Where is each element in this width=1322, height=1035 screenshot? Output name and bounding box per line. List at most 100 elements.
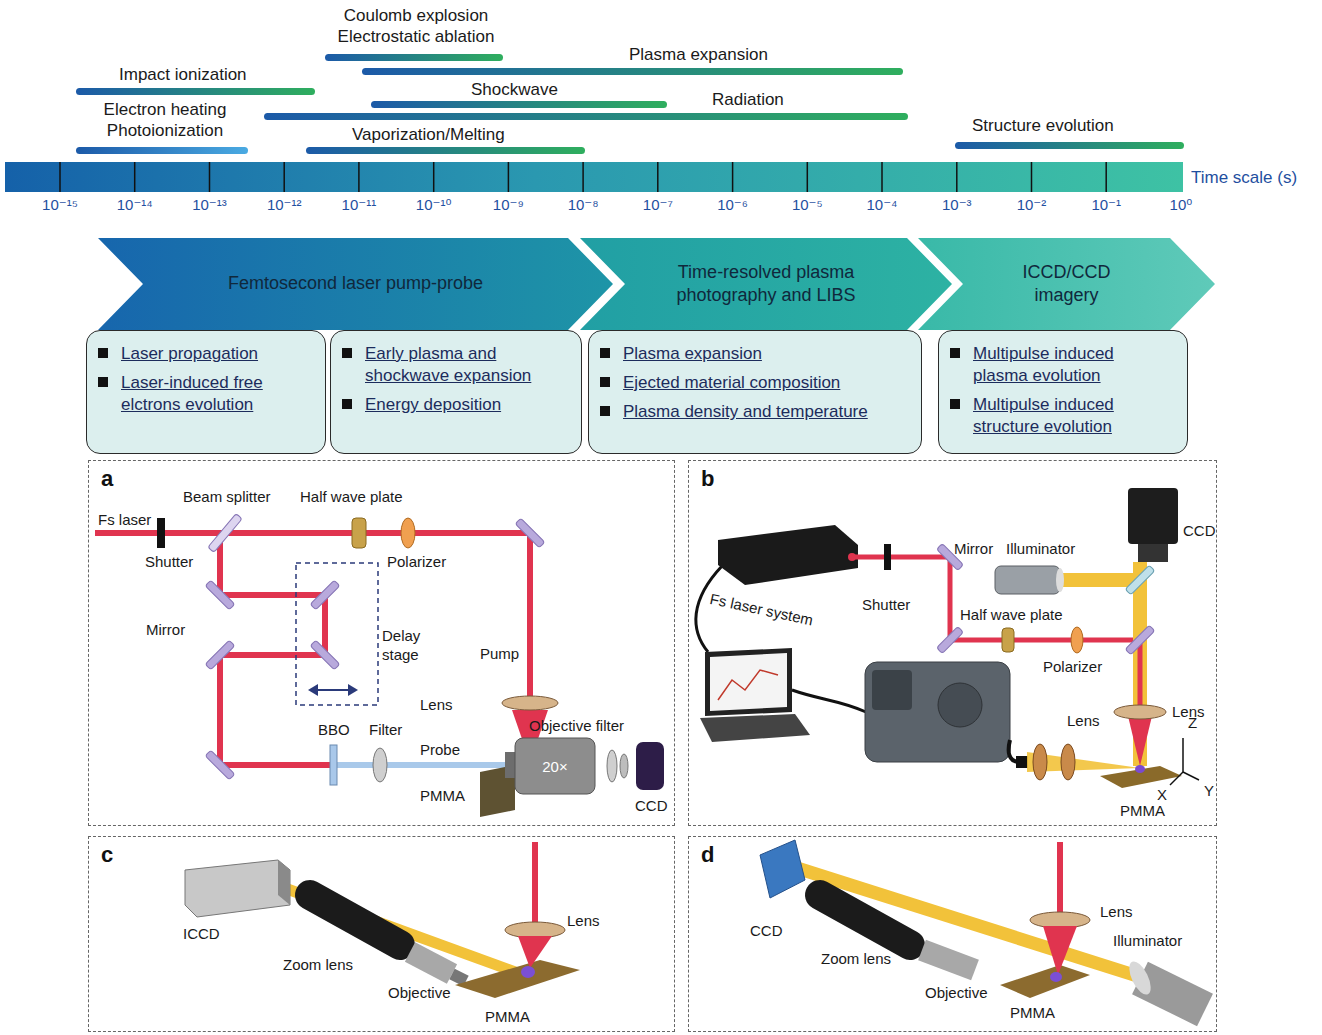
pump-probe-setup bbox=[205, 580, 235, 610]
pump-probe-setup bbox=[205, 640, 235, 670]
time-axis-bar bbox=[5, 162, 1183, 192]
time-axis-bar bbox=[582, 162, 584, 192]
libs-setup bbox=[1100, 766, 1182, 788]
panel-letter: b bbox=[701, 466, 714, 492]
chevron-text-area: Femtosecond laser pump-probe bbox=[98, 238, 613, 330]
part-label: Lens bbox=[420, 696, 453, 715]
ccd-imagery-setup bbox=[1000, 965, 1090, 998]
libs-setup bbox=[1016, 756, 1028, 768]
setup-panel: a bbox=[88, 460, 675, 826]
process-bars bbox=[76, 88, 315, 95]
pump-probe-setup bbox=[205, 750, 235, 780]
libs-setup bbox=[792, 690, 866, 712]
ccd-imagery-setup bbox=[760, 840, 805, 898]
plasma-photography-setup bbox=[521, 966, 535, 978]
plasma-photography-setup bbox=[185, 860, 290, 917]
topic-box: Laser propagationLaser-induced free elct… bbox=[86, 330, 326, 454]
libs-setup bbox=[1170, 772, 1183, 785]
libs-setup bbox=[1138, 640, 1143, 706]
process-label: Structure evolution bbox=[972, 115, 1114, 136]
part-label: Lens bbox=[567, 912, 600, 931]
ccd-imagery-setup bbox=[800, 862, 1165, 990]
time-axis-bar bbox=[881, 162, 883, 192]
time-axis-bar bbox=[657, 162, 659, 192]
time-axis-bar bbox=[433, 162, 435, 192]
panel-letter: a bbox=[101, 466, 113, 492]
pump-probe-setup bbox=[373, 748, 387, 782]
pump-probe-setup bbox=[316, 689, 350, 691]
pump-probe-setup bbox=[310, 640, 340, 670]
part-label: Polarizer bbox=[1043, 658, 1102, 677]
bullet-square bbox=[600, 406, 610, 416]
ccd-imagery-setup bbox=[1050, 972, 1062, 982]
process-label: Shockwave bbox=[471, 79, 558, 100]
part-label: Pump bbox=[480, 645, 519, 664]
libs-setup bbox=[1061, 744, 1075, 780]
tick-label: 10⁻¹⁰ bbox=[416, 196, 452, 215]
bullet-text: Laser-induced free elctrons evolution bbox=[121, 372, 313, 416]
bullet-text: Laser propagation bbox=[121, 343, 313, 365]
process-bars bbox=[76, 147, 248, 154]
bullet-row: Plasma density and temperature bbox=[623, 401, 909, 423]
part-label: Objective bbox=[388, 984, 451, 1003]
bullet-square bbox=[950, 348, 960, 358]
process-label: Coulomb explosion Electrostatic ablation bbox=[316, 5, 516, 48]
bullet-text: Ejected material composition bbox=[623, 372, 909, 394]
part-label: Half wave plate bbox=[300, 488, 403, 507]
panel-letter: c bbox=[101, 842, 113, 868]
part-label: Fs laser system bbox=[708, 590, 815, 630]
bullet-square bbox=[950, 399, 960, 409]
chevron-label: Time-resolved plasma photography and LIB… bbox=[651, 261, 881, 308]
libs-setup bbox=[1182, 738, 1184, 772]
chevron-text-area: ICCD/CCD imagery bbox=[918, 238, 1215, 330]
part-label: Polarizer bbox=[387, 553, 446, 572]
tick-label: 10⁻⁵ bbox=[792, 196, 823, 215]
bullet-square bbox=[342, 399, 352, 409]
ccd-imagery-setup bbox=[1125, 958, 1155, 997]
pump-probe-setup bbox=[620, 754, 628, 778]
tick-label: 10⁻¹³ bbox=[192, 196, 227, 215]
time-axis-bar bbox=[60, 162, 1106, 192]
chevron-label: ICCD/CCD imagery bbox=[1012, 261, 1122, 308]
time-axis-bar bbox=[508, 162, 510, 192]
time-axis-bar bbox=[1031, 162, 1033, 192]
setup-panel: c bbox=[88, 836, 675, 1032]
libs-setup bbox=[1138, 544, 1168, 562]
ccd-imagery-setup bbox=[820, 895, 910, 945]
bullet-row: Plasma expansion bbox=[623, 343, 909, 365]
chevron-shape bbox=[918, 238, 1215, 330]
time-axis-bar bbox=[956, 162, 958, 192]
ccd-imagery-setup bbox=[922, 950, 975, 970]
part-label: Zoom lens bbox=[821, 950, 891, 969]
process-bars bbox=[264, 113, 908, 120]
bullet-row: Ejected material composition bbox=[623, 372, 909, 394]
bullet-row: Early plasma and shockwave expansion bbox=[365, 343, 561, 387]
part-label: PMMA bbox=[485, 1008, 530, 1027]
libs-setup bbox=[1002, 628, 1014, 652]
part-label: PMMA bbox=[1010, 1004, 1055, 1023]
libs-setup bbox=[1128, 716, 1152, 766]
topic-box: Early plasma and shockwave expansionEner… bbox=[330, 330, 582, 454]
part-label: Beam splitter bbox=[183, 488, 271, 507]
plasma-photography-setup bbox=[185, 842, 580, 998]
pump-probe-setup bbox=[515, 518, 545, 548]
bullet-row: Multipulse induced plasma evolution bbox=[973, 343, 1169, 387]
plasma-photography-setup bbox=[310, 895, 400, 945]
process-bars bbox=[955, 142, 1184, 149]
libs-setup bbox=[848, 553, 856, 561]
pump-probe-setup bbox=[502, 696, 558, 710]
pump-probe-setup bbox=[515, 738, 595, 794]
time-axis-bar bbox=[732, 162, 734, 192]
plasma-photography-setup bbox=[455, 960, 580, 998]
bullet-row: Energy deposition bbox=[365, 394, 561, 416]
pump-probe-setup bbox=[296, 563, 378, 705]
part-label: Zoom lens bbox=[283, 956, 353, 975]
bullet-row: Laser propagation bbox=[121, 343, 313, 365]
chevron-fill bbox=[918, 238, 1215, 330]
bullet-text: Early plasma and shockwave expansion bbox=[365, 343, 561, 387]
process-label: Impact ionization bbox=[119, 64, 247, 85]
plasma-photography-setup bbox=[505, 922, 565, 938]
tick-label: 10⁻⁹ bbox=[493, 196, 524, 215]
